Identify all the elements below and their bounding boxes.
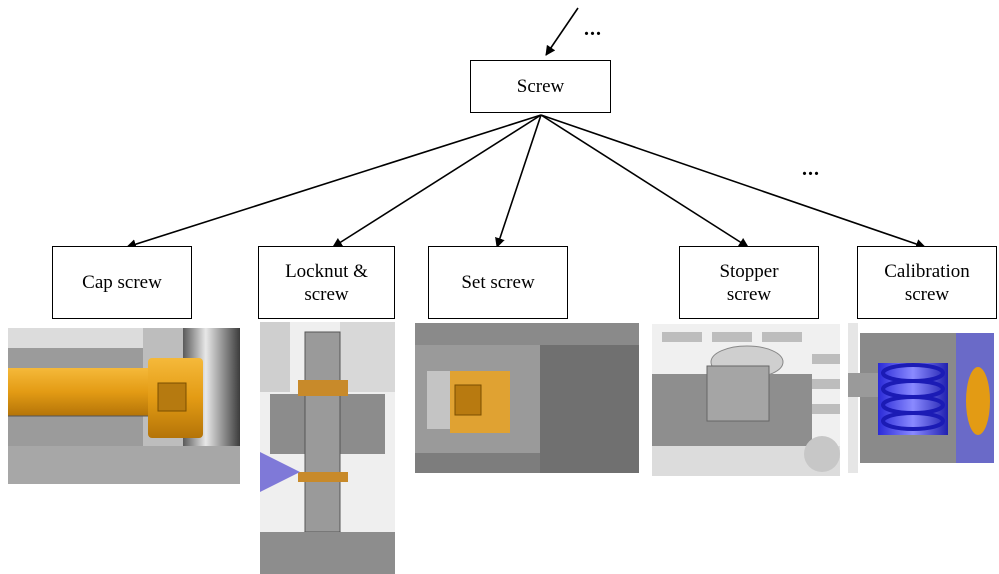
stopper-screw-image (652, 324, 840, 476)
stopper-screw-label: Stopper screw (719, 260, 779, 305)
edge-calibration-screw (540, 114, 926, 249)
root-node: Screw (470, 60, 611, 113)
cap-screw-label: Cap screw (82, 272, 162, 293)
set-screw-label: Set screw (461, 272, 535, 293)
ellipsis-top: ... (584, 18, 602, 40)
node-calibration-screw: Calibration screw (857, 246, 997, 319)
locknut-screw-label: Locknut & screw (285, 260, 368, 305)
edge-set-screw (495, 114, 542, 248)
node-cap-screw: Cap screw (52, 246, 192, 319)
edge-locknut-screw (332, 114, 542, 248)
calibration-screw-label: Calibration screw (884, 260, 970, 305)
node-set-screw: Set screw (428, 246, 568, 319)
set-screw-image (415, 323, 639, 473)
ellipsis-siblings: ... (802, 158, 820, 180)
node-stopper-screw: Stopper screw (679, 246, 819, 319)
locknut-screw-image (260, 322, 395, 574)
incoming-arrow (545, 7, 579, 56)
cap-screw-image (8, 328, 240, 484)
calibration-screw-image (848, 323, 999, 473)
root-label: Screw (516, 76, 565, 97)
edge-stopper-screw (540, 114, 749, 248)
node-locknut-screw: Locknut & screw (258, 246, 395, 319)
edge-cap-screw (126, 114, 542, 250)
